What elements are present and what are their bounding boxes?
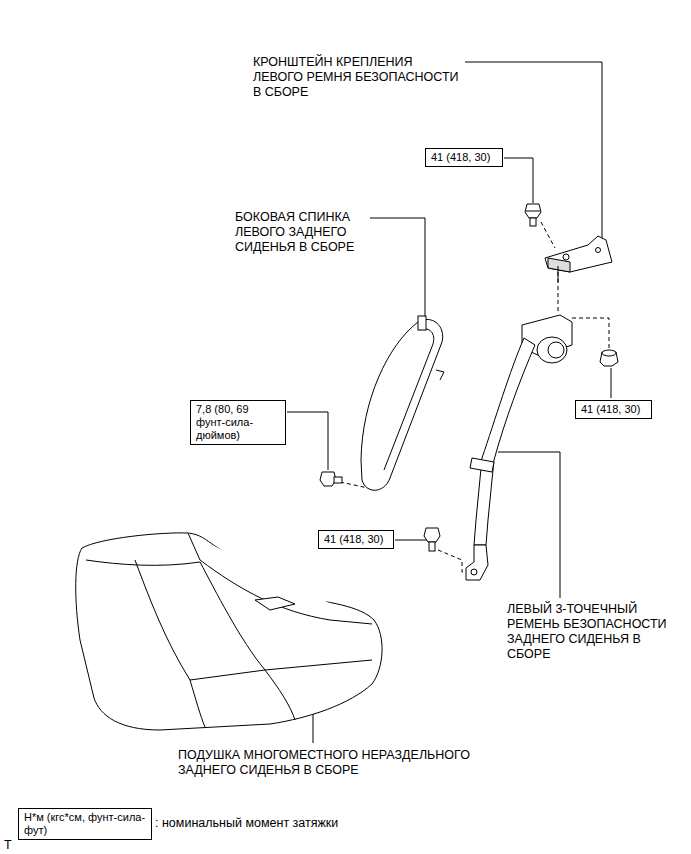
nut bbox=[600, 350, 618, 366]
torque-value: 7,8 (80, 69 фунт-сила-дюймов) bbox=[196, 403, 280, 442]
torque-box: 41 (418, 30) bbox=[425, 148, 503, 167]
torque-value: 41 (418, 30) bbox=[581, 403, 646, 416]
seat-cushion bbox=[76, 533, 382, 730]
bracket bbox=[545, 236, 612, 282]
part-name: ЛЕВЫЙ 3-ТОЧЕЧНЫЙ РЕМЕНЬ БЕЗОПАСНОСТИ ЗАД… bbox=[507, 602, 672, 662]
legend-box: Н*м (кгс*см, фунт-сила-фут) bbox=[18, 808, 152, 840]
torque-box: 7,8 (80, 69 фунт-сила-дюймов) bbox=[190, 400, 286, 445]
assembly-lines bbox=[340, 222, 609, 572]
legend-text: : номинальный момент затяжки bbox=[155, 816, 375, 831]
part-name: ПОДУШКА МНОГОМЕСТНОГО НЕРАЗДЕЛЬНОГО ЗАДН… bbox=[178, 748, 508, 778]
part-name: БОКОВАЯ СПИНКА ЛЕВОГО ЗАДНЕГО СИДЕНЬЯ В … bbox=[235, 210, 367, 255]
torque-value: 41 (418, 30) bbox=[324, 533, 388, 546]
torque-box: 41 (418, 30) bbox=[318, 530, 394, 549]
bolt bbox=[320, 472, 440, 551]
seat-belt bbox=[466, 315, 572, 580]
part-name: КРОНШТЕЙН КРЕПЛЕНИЯ ЛЕВОГО РЕМНЯ БЕЗОПАС… bbox=[253, 55, 465, 100]
bolt bbox=[525, 204, 541, 226]
torque-value: 41 (418, 30) bbox=[431, 151, 497, 164]
torque-value: Н*м (кгс*см, фунт-сила-фут) bbox=[24, 811, 146, 837]
side-back bbox=[361, 316, 444, 490]
page-mark: T bbox=[4, 838, 18, 853]
torque-box: 41 (418, 30) bbox=[575, 400, 652, 419]
